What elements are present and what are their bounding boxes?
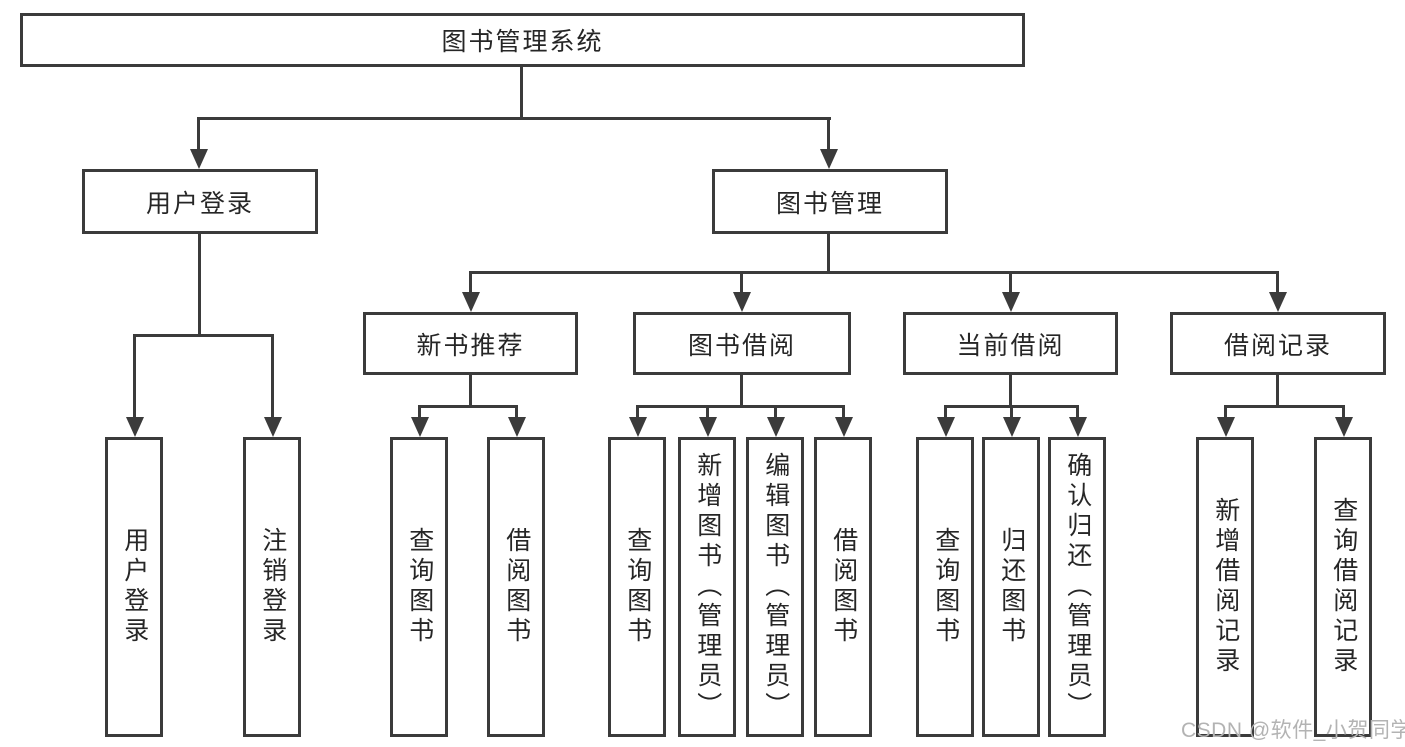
- connector-user-login-stem: [198, 234, 201, 337]
- connector-level2-bus: [197, 117, 831, 120]
- arrow-down-icon: [1003, 417, 1021, 437]
- arrow-down-icon: [1002, 292, 1020, 312]
- arrow-down-icon: [733, 292, 751, 312]
- connector-drop-line: [515, 405, 518, 421]
- leaf-label: 编辑图书（管理员）: [761, 452, 790, 722]
- leaf-label: 用户登录: [120, 527, 149, 647]
- leaf-user-login: 用户登录: [105, 437, 163, 737]
- connector-drop-line: [271, 334, 274, 421]
- leaf-label: 查询图书: [623, 527, 652, 647]
- connector-group-stem: [740, 375, 743, 408]
- arrow-down-icon: [190, 149, 208, 169]
- leaf-query-borrow-record: 查询借阅记录: [1314, 437, 1372, 737]
- leaf-borrow-books-recommend: 借阅图书: [487, 437, 545, 737]
- connector-user-login-bus: [133, 334, 274, 337]
- connector-drop-line: [418, 405, 421, 421]
- arrow-down-icon: [1217, 417, 1235, 437]
- connector-drop-line: [1010, 405, 1013, 421]
- connector-level3-bus: [469, 271, 1279, 274]
- connector-drop-line: [133, 334, 136, 421]
- arrow-down-icon: [699, 417, 717, 437]
- connector-drop-line: [1224, 405, 1227, 421]
- arrow-down-icon: [835, 417, 853, 437]
- connector-root-stem: [520, 67, 523, 119]
- arrow-down-icon: [937, 417, 955, 437]
- arrow-down-icon: [126, 417, 144, 437]
- connector-drop-line: [197, 117, 200, 153]
- connector-group-bus: [1224, 405, 1345, 408]
- node-library-management-system: 图书管理系统: [20, 13, 1025, 67]
- leaf-label: 查询借阅记录: [1329, 497, 1358, 677]
- connector-drop-line: [1009, 271, 1012, 297]
- connector-drop-line: [827, 117, 830, 153]
- connector-drop-line: [1342, 405, 1345, 421]
- connector-drop-line: [774, 405, 777, 421]
- leaf-label: 查询图书: [931, 527, 960, 647]
- node-book-borrowing: 图书借阅: [633, 312, 851, 375]
- leaf-label: 新增借阅记录: [1211, 497, 1240, 677]
- connector-group-bus: [418, 405, 518, 408]
- connector-drop-line: [842, 405, 845, 421]
- node-borrowing-records: 借阅记录: [1170, 312, 1386, 375]
- leaf-label: 查询图书: [405, 527, 434, 647]
- arrow-down-icon: [1269, 292, 1287, 312]
- connector-drop-line: [944, 405, 947, 421]
- connector-group-stem: [1009, 375, 1012, 408]
- arrow-down-icon: [462, 292, 480, 312]
- leaf-label: 注销登录: [258, 527, 287, 647]
- node-book-management: 图书管理: [712, 169, 948, 234]
- leaf-add-borrow-record: 新增借阅记录: [1196, 437, 1254, 737]
- leaf-logout: 注销登录: [243, 437, 301, 737]
- connector-drop-line: [740, 271, 743, 297]
- node-current-borrowing: 当前借阅: [903, 312, 1118, 375]
- arrow-down-icon: [411, 417, 429, 437]
- leaf-query-books-current: 查询图书: [916, 437, 974, 737]
- leaf-label: 借阅图书: [502, 527, 531, 647]
- leaf-label: 归还图书: [997, 527, 1026, 647]
- connector-group-bus: [636, 405, 845, 408]
- arrow-down-icon: [1335, 417, 1353, 437]
- leaf-query-books-borrowing: 查询图书: [608, 437, 666, 737]
- leaf-borrow-books-borrowing: 借阅图书: [814, 437, 872, 737]
- connector-group-stem: [1276, 375, 1279, 408]
- leaf-label: 新增图书（管理员）: [693, 452, 722, 722]
- leaf-edit-book-admin: 编辑图书（管理员）: [746, 437, 804, 737]
- connector-drop-line: [636, 405, 639, 421]
- leaf-query-books-recommend: 查询图书: [390, 437, 448, 737]
- arrow-down-icon: [508, 417, 526, 437]
- arrow-down-icon: [767, 417, 785, 437]
- leaf-return-book: 归还图书: [982, 437, 1040, 737]
- leaf-add-book-admin: 新增图书（管理员）: [678, 437, 736, 737]
- csdn-watermark: CSDN @软件_小贺同学: [1181, 719, 1405, 742]
- connector-drop-line: [1076, 405, 1079, 421]
- node-new-book-recommendation: 新书推荐: [363, 312, 578, 375]
- arrow-down-icon: [1069, 417, 1087, 437]
- arrow-down-icon: [820, 149, 838, 169]
- connector-drop-line: [469, 271, 472, 297]
- connector-drop-line: [1276, 271, 1279, 297]
- connector-group-stem: [469, 375, 472, 408]
- leaf-label: 借阅图书: [829, 527, 858, 647]
- arrow-down-icon: [629, 417, 647, 437]
- leaf-label: 确认归还（管理员）: [1063, 452, 1092, 722]
- node-user-login: 用户登录: [82, 169, 318, 234]
- connector-book-management-stem: [827, 234, 830, 274]
- connector-drop-line: [706, 405, 709, 421]
- leaf-confirm-return-admin: 确认归还（管理员）: [1048, 437, 1106, 737]
- arrow-down-icon: [264, 417, 282, 437]
